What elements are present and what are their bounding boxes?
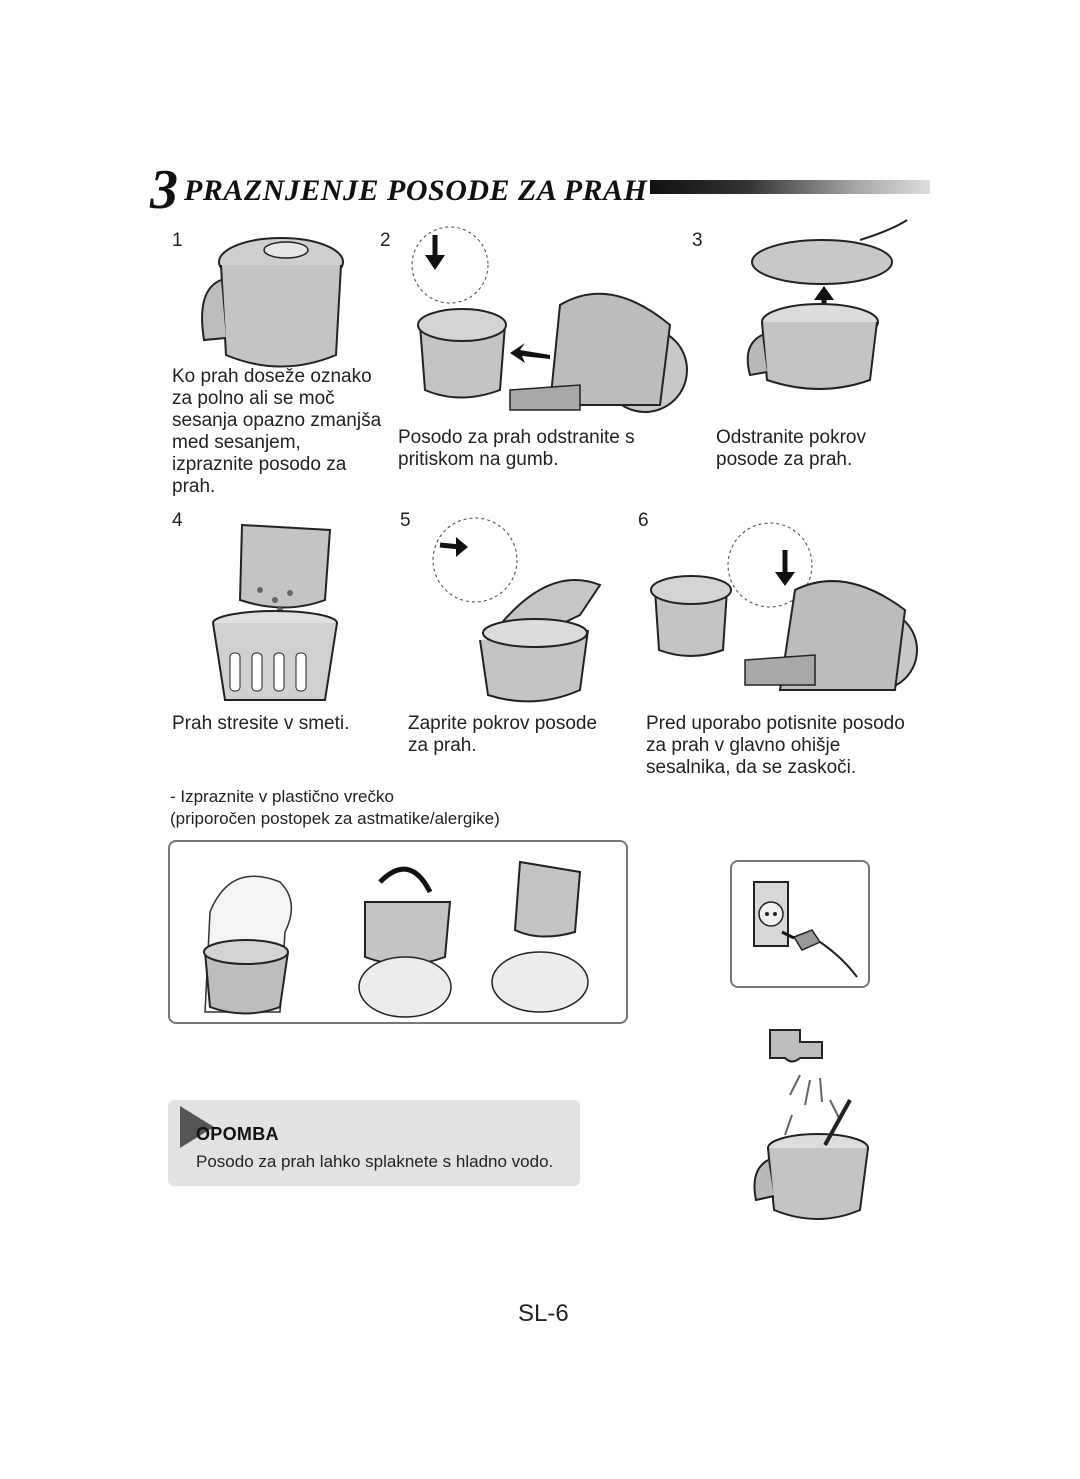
reinsert-canister-illustration	[650, 522, 918, 691]
close-lid-illustration	[432, 517, 602, 703]
section-title: PRAZNJENJE POSODE ZA PRAH	[184, 174, 648, 207]
step-2-caption: Posodo za prah odstranite s pritiskom na…	[398, 427, 635, 470]
section-header: 3 PRAZNJENJE POSODE ZA PRAH	[150, 160, 930, 220]
empty-into-bin-illustration	[212, 523, 338, 701]
plastic-bag-panel	[168, 840, 628, 1024]
step-2-number: 2	[380, 230, 391, 251]
step-4-caption: Prah stresite v smeti.	[172, 713, 350, 734]
step-1-number: 1	[172, 230, 183, 251]
step-6-caption: Pred uporabo potisnite posodo za prah v …	[646, 713, 905, 778]
step-1-caption: Ko prah doseže oznako za polno ali se mo…	[172, 366, 382, 497]
note-text: Posodo za prah lahko splaknete s hladno …	[196, 1152, 554, 1171]
step-3-caption: Odstranite pokrov posode za prah.	[716, 427, 866, 470]
step-4-number: 4	[172, 510, 183, 531]
remove-lid-illustration	[746, 219, 908, 390]
note-marker-icon	[180, 1106, 214, 1148]
dust-canister-illustration	[201, 237, 344, 368]
note-box	[168, 1100, 580, 1186]
step-3-number: 3	[692, 230, 703, 251]
wall-socket-plug-illustration	[753, 881, 858, 978]
unplug-panel	[730, 860, 870, 988]
step-5-caption: Zaprite pokrov posode za prah.	[408, 713, 598, 756]
step-5-number: 5	[400, 510, 411, 531]
vacuum-canister-removal-illustration	[411, 226, 688, 413]
plastic-bag-illustration	[203, 860, 589, 1018]
bag-tip-text: - Izpraznite v plastično vrečko (priporo…	[170, 787, 500, 828]
page-number: SL-6	[518, 1300, 569, 1327]
rinse-canister-illustration	[753, 1029, 869, 1220]
note-heading: OPOMBA	[196, 1124, 279, 1144]
title-gradient-bar	[650, 180, 930, 194]
section-number: 3	[150, 159, 178, 221]
step-6-number: 6	[638, 510, 649, 531]
